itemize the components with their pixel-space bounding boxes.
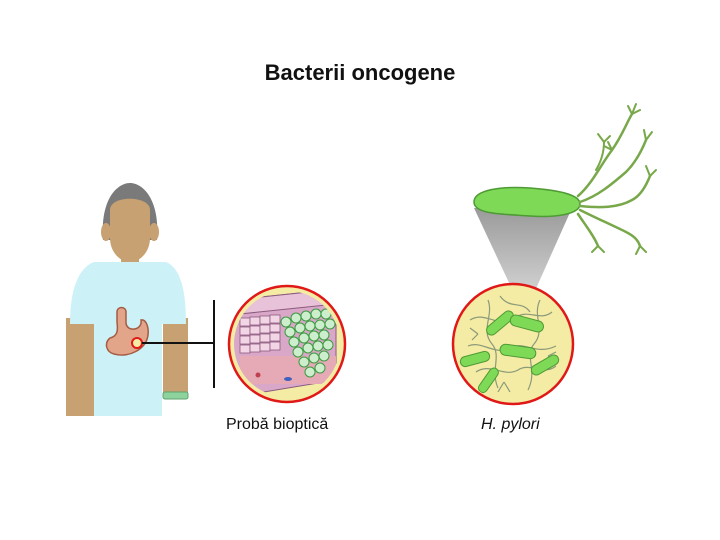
wristband <box>162 391 189 400</box>
magnify-cone <box>474 208 572 302</box>
diagram-title: Bacterii oncogene <box>264 60 456 85</box>
right-ear <box>149 223 159 241</box>
person-figure <box>66 183 215 416</box>
face <box>110 198 150 262</box>
right-arm <box>163 318 188 396</box>
biopsy-caption: Probă bioptică <box>226 416 329 433</box>
bacteria-sample <box>451 282 575 406</box>
bacterium-caption: H. pylori <box>481 416 540 433</box>
h-pylori-bacterium <box>473 103 657 255</box>
left-arm <box>66 318 94 416</box>
biopsy-marker <box>131 337 143 349</box>
biopsy-sample <box>227 284 347 404</box>
left-ear <box>101 223 111 241</box>
